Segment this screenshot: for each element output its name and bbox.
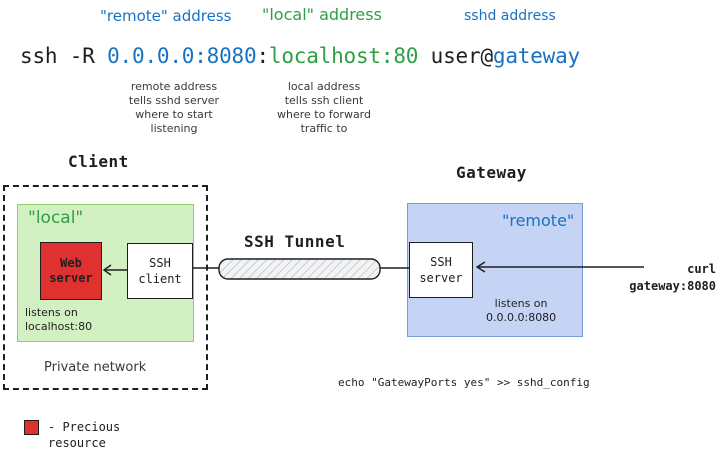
local-zone-label: "local" [28, 208, 84, 228]
cmd-separator: : [256, 44, 269, 68]
gateway-title: Gateway [456, 163, 527, 182]
listens-line: 0.0.0.0:8080 [486, 311, 557, 324]
ssh-client-line: client [138, 272, 182, 286]
remote-address-note: remote address tells sshd server where t… [112, 80, 236, 136]
tunnel-title: SSH Tunnel [244, 232, 346, 251]
curl-to-server-arrow [475, 261, 644, 273]
curl-line: curl [687, 262, 716, 276]
note-line: listening [150, 122, 198, 135]
local-address-note: local address tells ssh client where to … [258, 80, 390, 136]
legend-line: resource [48, 436, 106, 450]
curl-line: gateway:8080 [629, 279, 716, 293]
legend-line: - Precious [48, 420, 121, 434]
local-address-header: "local" address [262, 5, 382, 24]
listens-remote-note: listens on 0.0.0.0:8080 [486, 297, 556, 325]
web-server-line: server [49, 271, 93, 285]
note-line: tells sshd server [128, 94, 220, 107]
listens-line: listens on [25, 306, 78, 319]
gatewayports-config-command: echo "GatewayPorts yes" >> sshd_config [338, 376, 590, 389]
web-server-line: Web [60, 256, 82, 270]
precious-resource-legend: - Precious resource [48, 419, 120, 451]
precious-resource-swatch [24, 420, 39, 435]
cmd-local-addr: localhost:80 [268, 44, 419, 68]
cmd-remote-addr: 0.0.0.0:8080 [107, 44, 257, 68]
cmd-prefix: ssh -R [20, 44, 108, 68]
client-to-webserver-arrow [102, 264, 127, 276]
listens-line: localhost:80 [25, 320, 93, 333]
ssh-tunnel-pipe [218, 258, 381, 280]
listens-localhost-note: listens on localhost:80 [25, 306, 92, 334]
sshd-address-header: sshd address [464, 8, 556, 24]
ssh-server-line: server [419, 271, 463, 285]
web-server-box: Web server [40, 242, 102, 300]
ssh-client-box: SSH client [127, 243, 193, 299]
ssh-client-line: SSH [149, 256, 171, 270]
ssh-server-line: SSH [430, 255, 452, 269]
note-line: local address [287, 80, 361, 93]
ssh-server-box: SSH server [409, 242, 473, 298]
private-network-label: Private network [44, 360, 147, 375]
note-line: tells ssh client [284, 94, 364, 107]
cmd-host: gateway [492, 44, 580, 68]
note-line: traffic to [300, 122, 348, 135]
ssh-command: ssh -R 0.0.0.0:8080:localhost:80 user@ga… [20, 44, 580, 68]
remote-address-header: "remote" address [100, 7, 232, 25]
listens-line: listens on [494, 297, 548, 310]
client-boundary [3, 185, 208, 390]
cmd-user: user@ [430, 44, 493, 68]
client-title: Client [68, 152, 129, 171]
note-line: where to start [135, 108, 213, 121]
remote-zone-label: "remote" [502, 211, 575, 230]
note-line: where to forward [277, 108, 371, 121]
curl-request-label: curl gateway:8080 [612, 261, 716, 295]
note-line: remote address [130, 80, 218, 93]
